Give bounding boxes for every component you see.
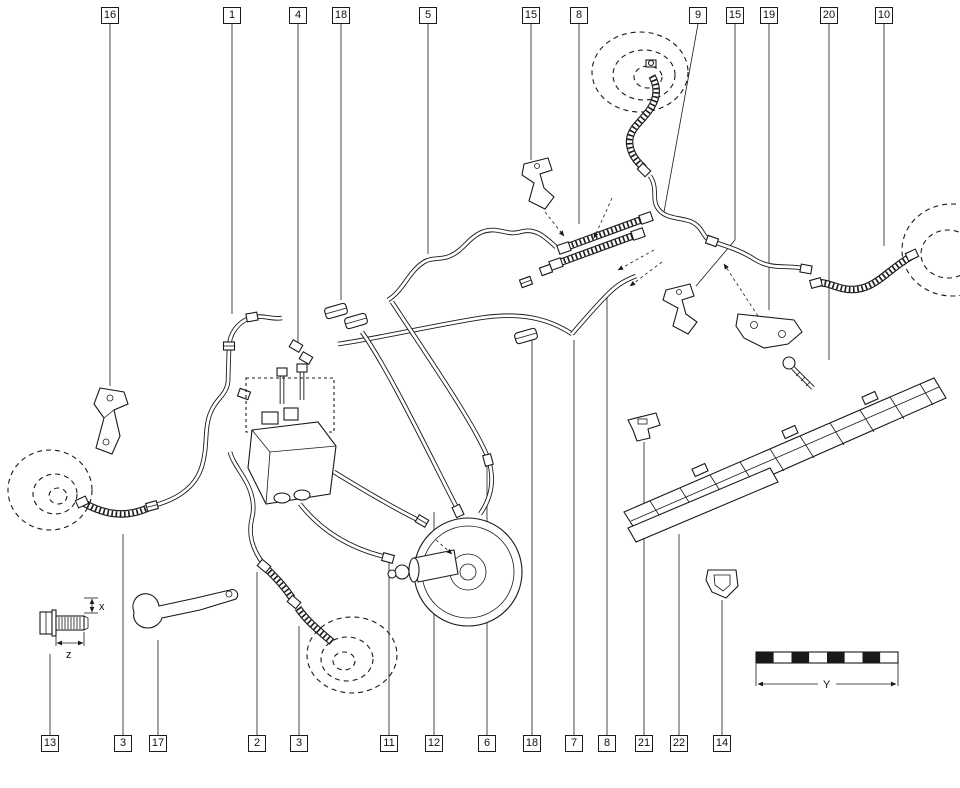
callout-top-18: 18 — [332, 7, 350, 24]
callout-bottom-22: 22 — [670, 735, 688, 752]
hydraulic-unit — [245, 377, 337, 505]
callout-top-1: 1 — [223, 7, 241, 24]
scale-label-y: Y — [823, 679, 831, 691]
callout-bottom-14: 14 — [713, 735, 731, 752]
callout-label: 22 — [672, 737, 686, 749]
dimension-label-x: x — [99, 601, 105, 613]
callout-label: 21 — [637, 737, 651, 749]
callout-label: 3 — [119, 737, 127, 749]
wheel-top-right — [591, 31, 689, 113]
scale-bar: Y — [755, 651, 899, 691]
callout-top-15-a: 15 — [522, 7, 540, 24]
callout-top-4: 4 — [289, 7, 307, 24]
callout-label: 18 — [525, 737, 539, 749]
clip-21 — [627, 412, 661, 442]
bracket-left-16 — [93, 387, 129, 455]
callout-bottom-3-b: 3 — [290, 735, 308, 752]
callout-top-20: 20 — [820, 7, 838, 24]
clip-15-b — [662, 283, 698, 335]
callout-label: 17 — [151, 737, 165, 749]
callout-bottom-8: 8 — [598, 735, 616, 752]
clip-14 — [705, 569, 739, 599]
callout-top-5: 5 — [419, 7, 437, 24]
dashed-arrows — [544, 197, 759, 317]
callout-label: 3 — [295, 737, 303, 749]
pipe-sleeves — [324, 302, 538, 345]
callout-bottom-2: 2 — [248, 735, 266, 752]
callout-label: 15 — [728, 9, 742, 21]
callout-label: 15 — [524, 9, 538, 21]
callout-label: 19 — [762, 9, 776, 21]
wheel-left — [7, 449, 93, 531]
heat-shield-22 — [623, 377, 947, 543]
clip-15-a — [521, 157, 555, 210]
bolt-20 — [782, 356, 813, 388]
callout-label: 14 — [715, 737, 729, 749]
callout-label: 5 — [424, 9, 432, 21]
callout-label: 10 — [877, 9, 891, 21]
callout-label: 12 — [427, 737, 441, 749]
callout-label: 16 — [103, 9, 117, 21]
hose-front-left — [84, 503, 148, 514]
callout-label: 11 — [383, 737, 395, 749]
callout-label: 7 — [570, 737, 578, 749]
callout-bottom-13: 13 — [41, 735, 59, 752]
pipe-fittings — [74, 162, 920, 610]
callout-bottom-12: 12 — [425, 735, 443, 752]
callout-label: 6 — [483, 737, 491, 749]
callout-bottom-11: 11 — [380, 735, 398, 752]
callout-bottom-17: 17 — [149, 735, 167, 752]
dimension-label-z: z — [66, 649, 72, 661]
callout-label: 9 — [694, 9, 702, 21]
callout-label: 8 — [575, 9, 583, 21]
callout-label: 18 — [334, 9, 348, 21]
hose-right — [816, 256, 912, 290]
callout-bottom-18: 18 — [523, 735, 541, 752]
callout-top-10: 10 — [875, 7, 893, 24]
callout-top-9: 9 — [689, 7, 707, 24]
callout-bottom-3-a: 3 — [114, 735, 132, 752]
hose-rear-bottom — [268, 570, 332, 642]
hose-center-pair — [556, 218, 646, 264]
callout-label: 8 — [603, 737, 611, 749]
callout-label: 20 — [822, 9, 836, 21]
wheel-right — [901, 203, 960, 297]
bolt-detail-13: x z — [39, 597, 105, 661]
callout-top-8: 8 — [570, 7, 588, 24]
callout-label: 2 — [253, 737, 261, 749]
leader-lines — [49, 23, 885, 735]
callout-bottom-7: 7 — [565, 735, 583, 752]
bracket-right-19 — [735, 313, 803, 349]
bracket-wrench-17 — [132, 589, 239, 629]
brake-booster — [387, 517, 523, 627]
callout-label: 4 — [294, 9, 302, 21]
hose-top-right — [630, 76, 657, 168]
callout-top-16: 16 — [101, 7, 119, 24]
callout-label: 13 — [43, 737, 57, 749]
callout-label: 1 — [228, 9, 236, 21]
callout-top-19: 19 — [760, 7, 778, 24]
callout-bottom-21: 21 — [635, 735, 653, 752]
callout-bottom-6: 6 — [478, 735, 496, 752]
wheel-bottom — [306, 616, 398, 694]
callout-top-15-b: 15 — [726, 7, 744, 24]
